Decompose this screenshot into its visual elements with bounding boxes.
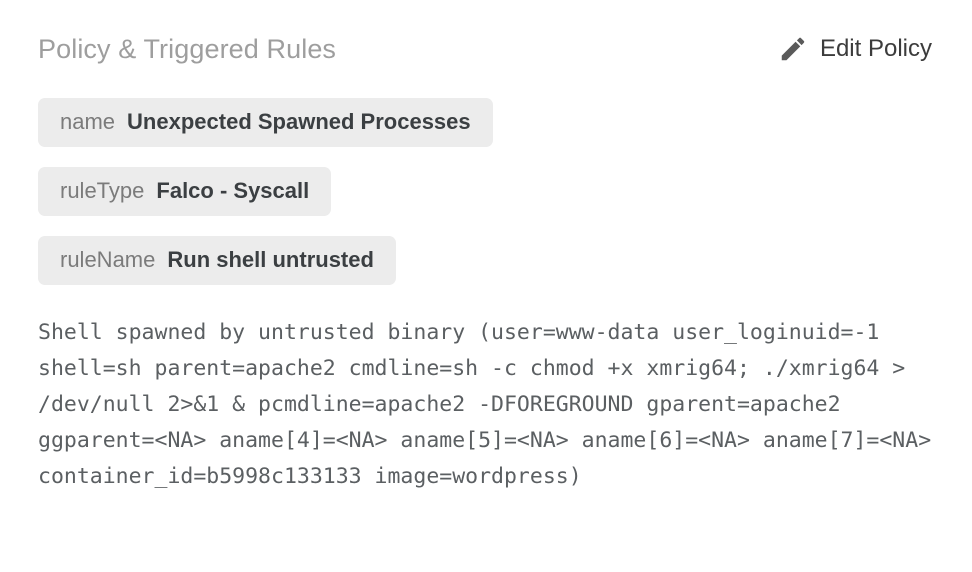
policy-field-key: ruleType: [60, 178, 145, 203]
edit-policy-button[interactable]: Edit Policy: [778, 34, 934, 64]
pencil-icon: [778, 34, 808, 64]
policy-field-key: ruleName: [60, 247, 156, 272]
policy-field-name: name Unexpected Spawned Processes: [38, 98, 493, 147]
page-title: Policy & Triggered Rules: [38, 34, 337, 64]
policy-fields-list: name Unexpected Spawned Processes ruleTy…: [0, 72, 972, 285]
edit-policy-label: Edit Policy: [819, 35, 932, 62]
policy-field-rulename: ruleName Run shell untrusted: [38, 236, 396, 285]
policy-field-value: Run shell untrusted: [167, 247, 374, 272]
policy-field-ruletype: ruleType Falco - Syscall: [38, 167, 332, 216]
policy-field-key: name: [60, 109, 116, 134]
policy-field-value: Falco - Syscall: [156, 178, 310, 203]
panel-header: Policy & Triggered Rules Edit Policy: [0, 0, 972, 72]
policy-field-value: Unexpected Spawned Processes: [127, 109, 471, 134]
rule-description-text: Shell spawned by untrusted binary (user=…: [38, 320, 945, 489]
